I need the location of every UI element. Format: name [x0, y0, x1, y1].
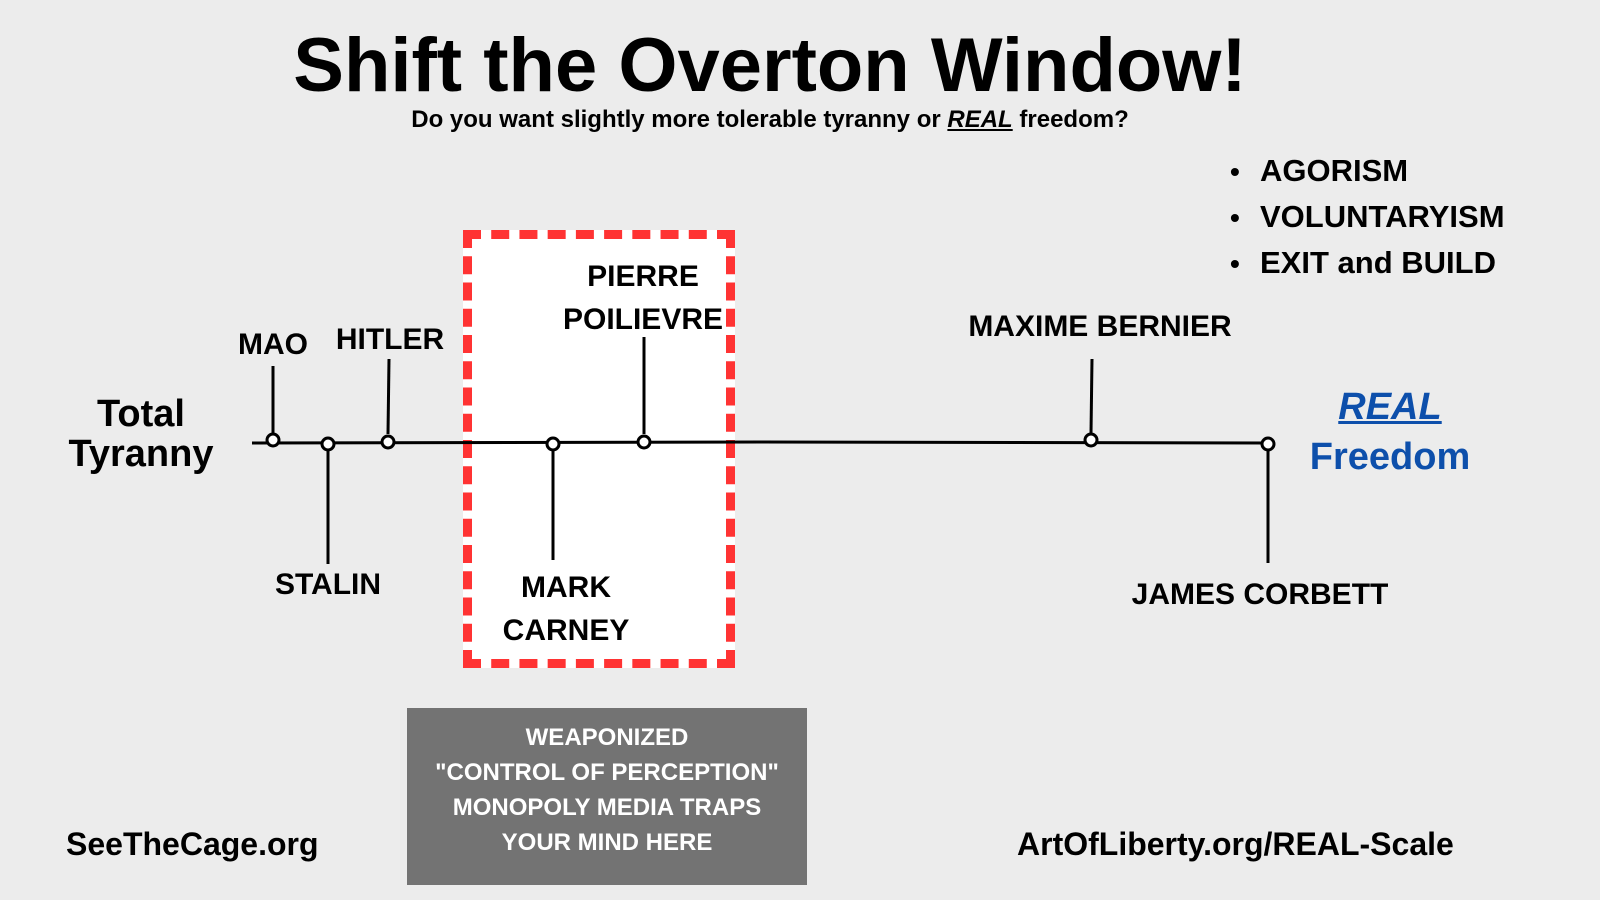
label-carney-line1: MARK — [521, 571, 611, 604]
bullet-icon: • — [1230, 156, 1240, 187]
art-of-liberty-link[interactable]: ArtOfLiberty.org/REAL-Scale — [1017, 826, 1454, 862]
marker-bernier — [1083, 432, 1099, 448]
page-title: Shift the Overton Window! — [293, 23, 1247, 108]
label-stalin: STALIN — [274, 568, 382, 601]
list-item: •EXIT and BUILD — [1230, 240, 1505, 286]
label-mao: MAO — [238, 328, 308, 361]
list-item: •VOLUNTARYISM — [1230, 194, 1505, 240]
label-carney-line2: CARNEY — [502, 614, 630, 647]
callout-line: WEAPONIZED — [525, 724, 689, 751]
subtitle-emphasis: REAL — [947, 106, 1013, 133]
page-subtitle: Do you want slightly more tolerable tyra… — [0, 106, 1540, 134]
callout-line: YOUR MIND HERE — [501, 829, 713, 856]
scale-axis-left — [251, 440, 763, 445]
real-freedom-label: REAL Freedom — [1270, 382, 1510, 482]
label-bernier: MAXIME BERNIER — [968, 310, 1232, 343]
marker-stalin — [320, 436, 336, 452]
real-freedom-line1: REAL — [1338, 386, 1442, 428]
label-hitler: HITLER — [335, 323, 445, 356]
marker-hitler — [380, 434, 396, 450]
label-poilievre-line1: PIERRE — [587, 260, 699, 293]
marker-carney — [545, 436, 561, 452]
label-corbett: JAMES CORBETT — [1131, 578, 1389, 611]
media-control-callout: WEAPONIZED "CONTROL OF PERCEPTION" MONOP… — [407, 708, 807, 885]
bullet-icon: • — [1230, 202, 1240, 233]
label-poilievre: PIERRE POILIEVRE — [553, 255, 733, 341]
total-tyranny-label: Total Tyranny — [56, 394, 226, 474]
see-the-cage-link[interactable]: SeeTheCage.org — [66, 826, 319, 862]
subtitle-text-before: Do you want slightly more tolerable tyra… — [411, 106, 948, 133]
label-carney: MARK CARNEY — [486, 566, 646, 652]
total-tyranny-line1: Total — [97, 393, 185, 435]
list-item: •AGORISM — [1230, 148, 1505, 194]
subtitle-text-after: freedom? — [1012, 106, 1129, 133]
callout-line: MONOPOLY MEDIA TRAPS — [452, 794, 762, 821]
real-freedom-line2: Freedom — [1309, 436, 1471, 478]
marker-mao — [265, 432, 281, 448]
total-tyranny-line2: Tyranny — [68, 433, 214, 475]
bullet-icon: • — [1230, 248, 1240, 279]
callout-line: "CONTROL OF PERCEPTION" — [435, 759, 779, 786]
freedom-approaches-list: •AGORISM •VOLUNTARYISM •EXIT and BUILD — [1230, 148, 1505, 286]
marker-corbett — [1260, 436, 1276, 452]
label-poilievre-line2: POILIEVRE — [562, 303, 724, 336]
scale-axis-right — [761, 440, 1269, 445]
marker-poilievre — [636, 434, 652, 450]
overton-window-box — [463, 230, 735, 668]
